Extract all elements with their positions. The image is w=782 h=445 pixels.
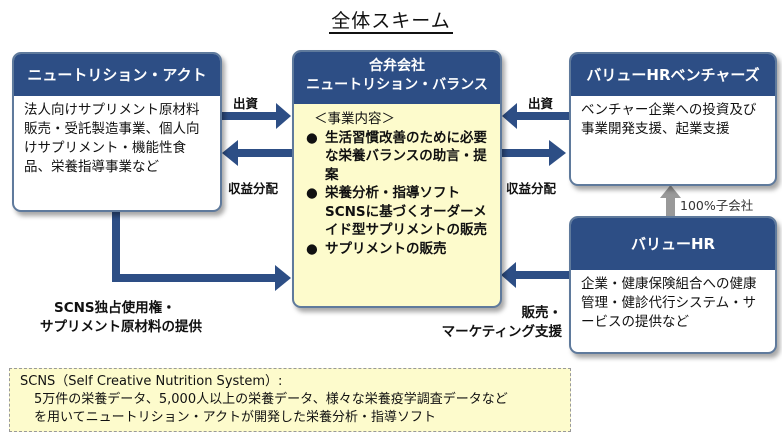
value-hr-ventures-desc: ベンチャー企業への投資及び事業開発支援、起業支援 [581, 102, 757, 137]
nutrition-act-title: ニュートリション・アクト [14, 54, 220, 96]
nutrition-balance-header: 合弁会社 ニュートリション・バランス [294, 52, 500, 104]
value-hr-ventures-title: バリューHRベンチャーズ [571, 54, 775, 96]
nutrition-act-box: ニュートリション・アクト 法人向けサプリメント原材料販売・受託製造事業、個人向け… [12, 52, 222, 212]
business-heading: ＜事業内容＞ [314, 111, 395, 127]
label-investment-left: 出資 [233, 96, 259, 111]
business-item: ● サプリメントの販売 [306, 240, 447, 257]
arrow-subsidiary-head [660, 185, 681, 198]
value-hr-box: バリューHR 企業・健康保険組合への健康管理・健診代行システム・サービスの提供な… [569, 216, 777, 354]
arrow-scns-vertical [112, 206, 120, 282]
business-item: ● 生活習慣改善のために必要な栄養バランスの助言・提案 [306, 129, 487, 183]
nutrition-balance-body: ＜事業内容＞ ● 生活習慣改善のために必要な栄養バランスの助言・提案 ● 栄養分… [294, 104, 500, 258]
arrow-scns-horizontal [112, 274, 277, 282]
bullet-icon: ● [306, 129, 318, 146]
bullet-icon: ● [306, 185, 318, 201]
label-scns-license: SCNS独占使用権・ サプリメント原材料の提供 [40, 300, 202, 335]
value-hr-title: バリューHR [571, 218, 775, 270]
bullet-icon: ● [306, 240, 318, 257]
nutrition-balance-box: 合弁会社 ニュートリション・バランス ＜事業内容＞ ● 生活習慣改善のために必要… [292, 50, 502, 308]
arrow-profit-left-head [222, 140, 238, 166]
arrow-sales-head [501, 262, 516, 288]
label-profit-left: 収益分配 [228, 181, 279, 196]
page-title: 全体スキーム [329, 10, 453, 34]
business-item: ● 栄養分析・指導ソフトSCNSに基づくオーダーメイド型サプリメントの販売 [306, 185, 487, 238]
arrow-subsidiary-shaft [666, 195, 675, 216]
value-hr-ventures-box: バリューHRベンチャーズ ベンチャー企業への投資及び事業開発支援、起業支援 [569, 52, 777, 186]
nutrition-act-desc: 法人向けサプリメント原材料販売・受託製造事業、個人向けサプリメント・機能性食品、… [24, 102, 200, 175]
label-investment-right: 出資 [528, 96, 554, 111]
label-subsidiary: 100%子会社 [680, 198, 754, 213]
arrow-invest-right-shaft [515, 112, 569, 120]
arrow-invest-right-head [502, 103, 517, 129]
arrow-scns-head [275, 265, 291, 291]
arrow-sales-shaft [514, 271, 569, 279]
value-hr-desc: 企業・健康保険組合への健康管理・健診代行システム・サービスの提供など [581, 276, 757, 330]
arrow-invest-left-head [276, 103, 291, 129]
label-sales-support: 販売・ マーケティング支援 [441, 305, 562, 340]
nutrition-balance-title: ニュートリション・バランス [306, 77, 488, 93]
note-line: 5万件の栄養データ、5,000人以上の栄養データ、様々な栄養疫学調査データなど [34, 392, 508, 407]
nutrition-balance-subtitle: 合弁会社 [369, 58, 425, 74]
note-line: を用いてニュートリション・アクトが開発した栄養分析・指導ソフト [34, 410, 436, 425]
arrow-profit-right-shaft [498, 149, 551, 157]
note-title: SCNS（Self Creative Nutrition System）: [20, 374, 283, 389]
label-profit-right: 収益分配 [506, 181, 557, 196]
arrow-invest-left-shaft [218, 112, 278, 120]
arrow-profit-right-head [549, 140, 566, 166]
arrow-profit-left-shaft [236, 149, 292, 157]
scns-note: SCNS（Self Creative Nutrition System）: 5万… [9, 368, 571, 432]
